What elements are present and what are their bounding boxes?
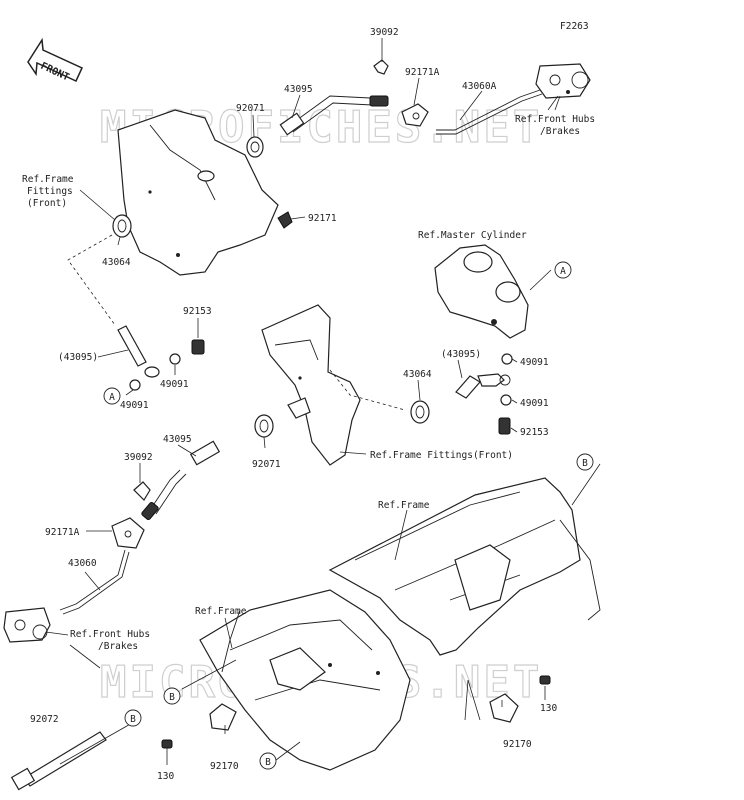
grommet-92071-mid [254,414,274,438]
label-49091-c: 49091 [520,357,549,368]
label-49091-d: 49091 [520,398,549,409]
bracket-92171a-upper [401,103,429,127]
label-92171a-top: 92171A [405,67,440,78]
brake-pipe-43060a [436,89,543,135]
ref-frame-fittings-front-1: Ref.Frame [22,174,74,185]
clip-39092-upper [373,59,389,75]
leader-lines [45,38,601,765]
label-43095-mid: 43095 [163,434,192,445]
ref-frame-top: Ref.Frame [378,500,430,511]
ref-frame-fittings-front-3: (Front) [27,198,67,209]
clamp-92170-right [489,693,519,723]
label-92171: 92171 [308,213,337,224]
label-43064-left: 43064 [102,257,131,268]
label-92071-top: 92071 [236,103,265,114]
wheel-cylinder-upper [535,63,591,99]
callout-b-frame-top: B [576,453,594,471]
callout-a-master-cylinder: A [554,261,572,279]
screw-130-left [161,739,173,749]
label-49091-b: 49091 [120,400,149,411]
brake-hose-mid [141,440,221,521]
washer-49091-a [169,353,181,365]
callout-b-frame-left-label: B [169,692,175,703]
label-49091-a: 49091 [160,379,189,390]
label-43060: 43060 [68,558,97,569]
ref-front-hubs-brakes-bottom-1: Ref.Front Hubs [70,629,150,640]
label-43060a: 43060A [462,81,497,92]
label-39092-top: 39092 [370,27,399,38]
ref-frame-fittings-front-mid: Ref.Frame Fittings(Front) [370,450,513,461]
ref-frame-bottom: Ref.Frame [195,606,247,617]
ref-front-hubs-brakes-top-2: /Brakes [540,126,580,137]
clip-39092-mid [133,481,151,501]
frame-main-lower [199,477,601,771]
label-43064-right: 43064 [403,369,432,380]
label-92153-left: 92153 [183,306,212,317]
label-130-right: 130 [540,703,557,714]
ref-front-hubs-brakes-bottom-2: /Brakes [98,641,138,652]
bolt-92153-right [498,417,511,435]
callout-b-frame-top-label: B [582,458,588,469]
callout-a-left: A [103,387,121,405]
grommet-92071-upper [246,136,264,158]
ref-master-cylinder: Ref.Master Cylinder [418,230,527,241]
callout-a-master-cylinder-label: A [560,266,566,277]
ref-frame-fittings-front-2: Fittings [27,186,73,197]
clamp-92170-left [209,703,237,731]
label-92153-right: 92153 [520,427,549,438]
wheel-cylinder-lower [3,607,51,643]
callout-a-left-label: A [109,392,115,403]
callout-b-cable-tie-label: B [130,714,136,725]
brake-hose-upper [279,95,389,136]
master-cylinder [434,244,529,339]
grommet-43064-left [112,214,132,238]
screw-130-right [539,675,551,685]
washer-49091-d [500,394,512,406]
frame-fitting-upper [117,109,279,276]
label-92171a-mid: 92171A [45,527,80,538]
callout-b-bottom: B [259,752,277,770]
label-43095-paren-right: (43095) [441,349,481,360]
label-92071-mid: 92071 [252,459,281,470]
label-92170-left: 92170 [210,761,239,772]
label-43095-paren-left: (43095) [58,352,98,363]
routing-line-upper-left [67,234,116,326]
callout-b-cable-tie: B [124,709,142,727]
grommet-43064-right [410,400,430,424]
label-130-left: 130 [157,771,174,782]
label-43095-top: 43095 [284,84,313,95]
frame-fitting-mid [261,304,361,466]
figure-code: F2263 [560,21,589,32]
bracket-92171 [277,211,293,229]
callout-b-bottom-label: B [265,757,271,768]
label-39092-mid: 39092 [124,452,153,463]
callout-b-frame-left: B [163,687,181,705]
washer-49091-c [501,353,513,365]
front-arrow-icon: FRONT [27,37,83,83]
brake-pipe-43060 [59,549,130,615]
washer-49091-b [129,379,141,391]
ref-front-hubs-brakes-top-1: Ref.Front Hubs [515,114,595,125]
hose-end-left [117,325,160,378]
hose-end-right [455,373,511,399]
label-92170-right: 92170 [503,739,532,750]
label-92072: 92072 [30,714,59,725]
routing-line-mid [329,369,406,411]
bracket-92171a-mid [111,517,145,549]
bolt-92153-left [191,339,205,355]
cable-tie-92072 [10,731,107,791]
